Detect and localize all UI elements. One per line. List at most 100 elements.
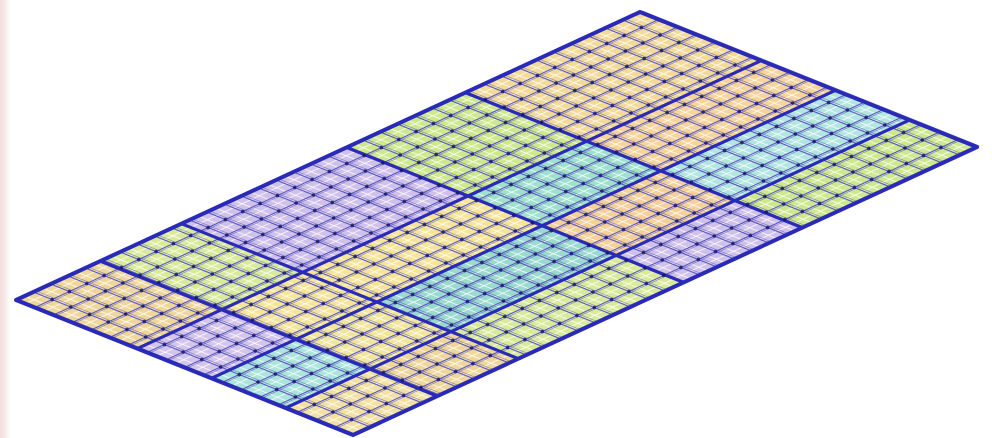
grid-node [721, 133, 725, 137]
grid-node [494, 221, 499, 226]
grid-node [482, 291, 487, 296]
grid-node [87, 312, 92, 317]
grid-node [659, 242, 663, 247]
grid-node [678, 56, 682, 60]
grid-node [282, 271, 287, 275]
grid-node [714, 55, 719, 60]
grid-node [526, 174, 531, 179]
grid-node [351, 239, 356, 243]
grid-node [451, 338, 455, 343]
grid-node [604, 41, 609, 46]
grid-node [417, 370, 422, 374]
grid-node [400, 378, 405, 382]
grid-node [470, 152, 475, 156]
grid-node [510, 198, 515, 202]
grid-node [592, 305, 597, 310]
grid-node [346, 177, 350, 181]
grid-node [545, 182, 549, 186]
grid-node [173, 257, 177, 261]
grid-node [717, 86, 721, 91]
grid-node [869, 177, 874, 182]
grid-node [831, 147, 835, 151]
grid-node [693, 226, 698, 231]
grid-node [772, 93, 776, 98]
grid-node [817, 201, 822, 206]
grid-node [357, 301, 362, 305]
grid-node [519, 291, 523, 295]
grid-node [361, 347, 366, 352]
grid-node [312, 402, 317, 407]
grid-node [754, 101, 759, 106]
grid-node [521, 322, 526, 326]
grid-node [809, 108, 814, 113]
grid-node [549, 228, 554, 233]
grid-node [725, 179, 730, 184]
grid-node [418, 176, 423, 180]
grid-node [713, 249, 718, 254]
grid-node [329, 185, 333, 189]
grid-node [226, 248, 230, 253]
grid-node [920, 138, 924, 142]
grid-node [297, 232, 301, 236]
grid-node [758, 148, 763, 152]
grid-node [435, 168, 440, 172]
grid-node [662, 79, 667, 84]
grid-node [756, 117, 760, 121]
grid-node [488, 353, 493, 358]
grid-node [558, 127, 563, 132]
grid-node [236, 357, 240, 361]
grid-node [483, 97, 488, 102]
grid-node [516, 260, 520, 264]
grid-node [496, 237, 500, 241]
grid-node [737, 109, 741, 114]
grid-node [213, 303, 217, 307]
grid-node [306, 340, 311, 345]
grid-node [158, 296, 162, 300]
grid-node [675, 219, 679, 223]
grid-node [416, 354, 421, 359]
grid-node [657, 227, 662, 231]
grid-node [374, 293, 379, 297]
grid-node [471, 361, 475, 366]
grid-node [341, 324, 346, 329]
grid-node [292, 379, 296, 384]
grid-node [734, 78, 739, 83]
grid-node [437, 183, 441, 188]
grid-node [394, 316, 399, 320]
grid-node [816, 186, 820, 190]
grid-node [102, 273, 106, 278]
grid-node [706, 172, 711, 176]
rib-line-v [111, 50, 736, 339]
grid-node [273, 372, 278, 376]
rib-line-v [336, 140, 961, 429]
rib-line-v [242, 102, 867, 392]
grid-node [733, 63, 737, 67]
grid-node [491, 190, 496, 195]
grid-node [533, 252, 538, 256]
grid-node [362, 153, 366, 158]
grid-node [644, 281, 649, 286]
grid-node [773, 109, 777, 113]
grid-node [530, 221, 535, 225]
grid-node [575, 313, 579, 318]
grid-node [554, 81, 558, 85]
grid-node [309, 371, 314, 376]
grid-node [383, 386, 387, 390]
grid-node [263, 263, 268, 268]
rib-line-v [298, 125, 923, 414]
grid-node [347, 386, 351, 391]
grid-node [366, 200, 371, 204]
grid-node [419, 191, 424, 196]
grid-node [450, 129, 454, 133]
grid-node [903, 146, 907, 150]
grid-node [337, 278, 341, 282]
grid-node [230, 295, 235, 299]
grid-node [329, 394, 334, 399]
grid-node [617, 181, 621, 185]
grid-node [106, 320, 110, 324]
grid-node [701, 110, 705, 114]
grid-node [383, 192, 388, 196]
grid-node [649, 134, 653, 138]
